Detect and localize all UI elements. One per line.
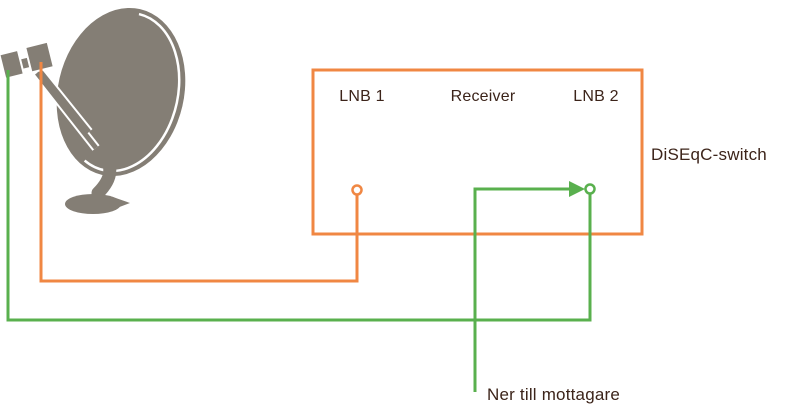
lnb-heads [0, 40, 56, 81]
satellite-dish-icon [0, 7, 186, 214]
feed-arm-strut [35, 71, 98, 150]
receiver-cable [473, 187, 571, 392]
lnb1-cable [39, 62, 359, 283]
down-to-receiver-label: Ner till mottagare [487, 385, 620, 404]
dish-stand-toe [109, 196, 130, 211]
lnb1-label: LNB 1 [339, 88, 384, 105]
lnb-head-right [23, 40, 56, 74]
diseqc-switch-label: DiSEqC-switch [651, 145, 767, 164]
dish-stand-leg [91, 143, 117, 200]
lnb2-port [584, 183, 596, 195]
lnb2-label: LNB 2 [573, 88, 618, 105]
dish-stand-foot [65, 194, 121, 214]
receiver-label: Receiver [451, 88, 516, 105]
lnb2-cable [6, 70, 592, 322]
diseqc-switch-box [311, 68, 644, 236]
lnb1-port [351, 184, 363, 196]
lnb-head-left [0, 48, 26, 81]
arrowhead-icon [569, 181, 585, 197]
